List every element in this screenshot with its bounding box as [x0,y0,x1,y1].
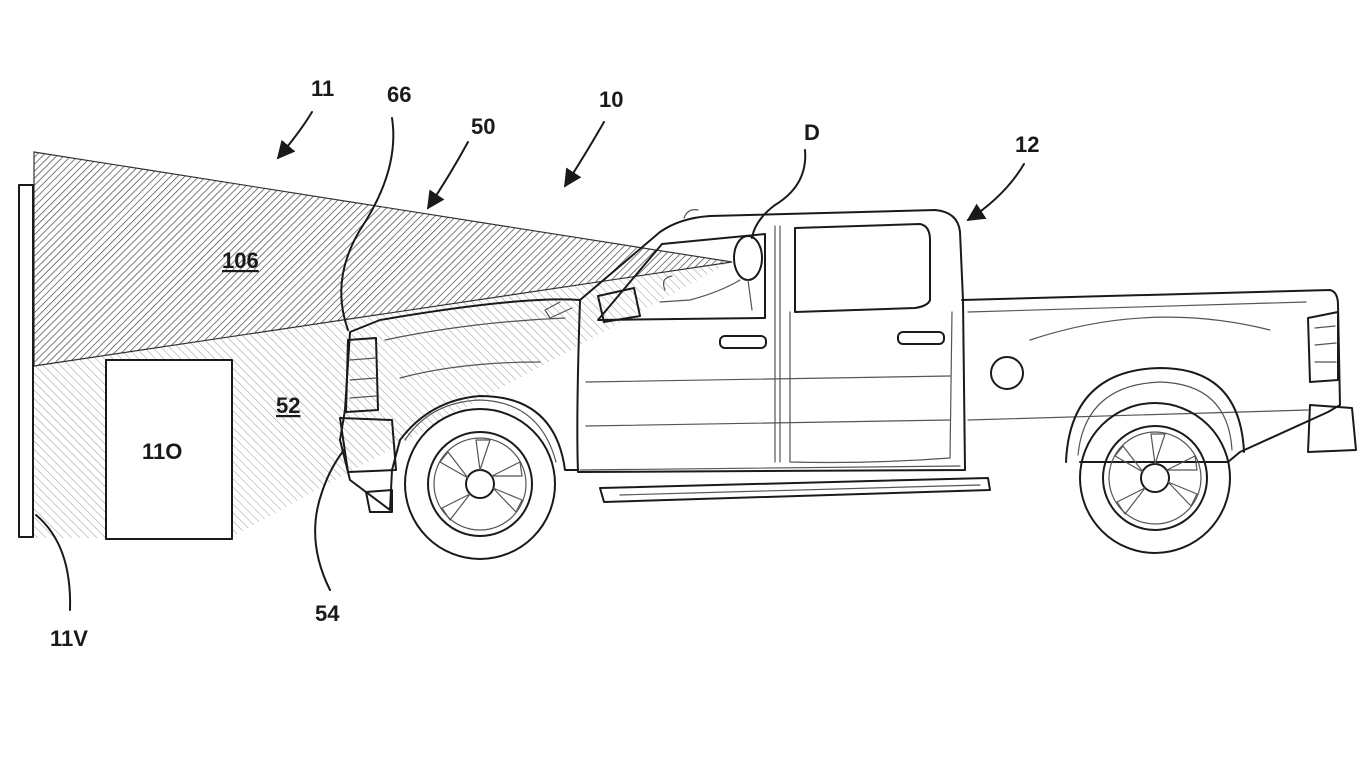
leader-D [751,149,807,239]
label-11: 11 [311,76,334,101]
label-D: D [804,120,820,145]
leader-66 [340,117,395,331]
label-106: 106 [222,248,259,273]
label-54: 54 [315,601,340,626]
wall-surface [18,184,34,538]
object-box [105,359,233,540]
leader-54 [314,449,345,591]
front-wheel [404,408,556,560]
leader-10 [564,121,605,188]
leader-11V [35,514,72,611]
rear-wheel [1079,402,1231,554]
pickup-truck [339,209,1357,560]
label-11O: 11O [142,439,182,464]
label-66: 66 [387,82,411,107]
label-50: 50 [471,114,495,139]
leader-11 [276,111,313,160]
label-12: 12 [1015,132,1039,157]
label-10: 10 [599,87,623,112]
leader-12 [966,163,1025,221]
label-11V: 11V [50,626,88,651]
leader-50 [427,141,469,210]
label-52: 52 [276,393,300,418]
